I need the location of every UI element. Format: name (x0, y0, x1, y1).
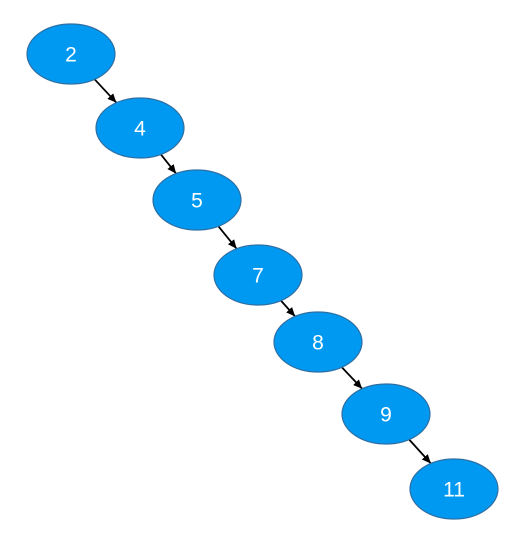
tree-node-9: 9 (341, 383, 431, 445)
tree-node-11: 11 (409, 458, 499, 520)
edge-arrow-n4-to-n5 (160, 153, 177, 175)
nodes-layer: 2 4 5 7 8 9 11 (26, 23, 499, 520)
node-label: 9 (380, 404, 392, 427)
node-ellipse (273, 311, 363, 373)
edges-layer (93, 78, 432, 465)
node-label: 2 (65, 44, 77, 67)
edge-arrow-n5-to-n7 (217, 225, 238, 250)
edge-arrow-n8-to-n9 (341, 366, 363, 390)
node-label: 5 (191, 190, 203, 213)
node-ellipse (26, 23, 116, 85)
node-ellipse (95, 97, 185, 159)
edge-arrow-n2-to-n4 (93, 78, 118, 104)
edge-arrow-n7-to-n8 (280, 300, 296, 317)
tree-node-7: 7 (213, 244, 303, 306)
node-ellipse (152, 169, 242, 231)
edge-arrow-n9-to-n11 (408, 438, 432, 465)
node-label: 4 (134, 118, 146, 141)
tree-node-8: 8 (273, 311, 363, 373)
node-ellipse (409, 458, 499, 520)
node-label: 8 (312, 332, 324, 355)
tree-node-2: 2 (26, 23, 116, 85)
tree-node-5: 5 (152, 169, 242, 231)
node-ellipse (213, 244, 303, 306)
tree-node-4: 4 (95, 97, 185, 159)
node-label: 11 (443, 479, 465, 502)
node-label: 7 (252, 265, 264, 288)
node-ellipse (341, 383, 431, 445)
